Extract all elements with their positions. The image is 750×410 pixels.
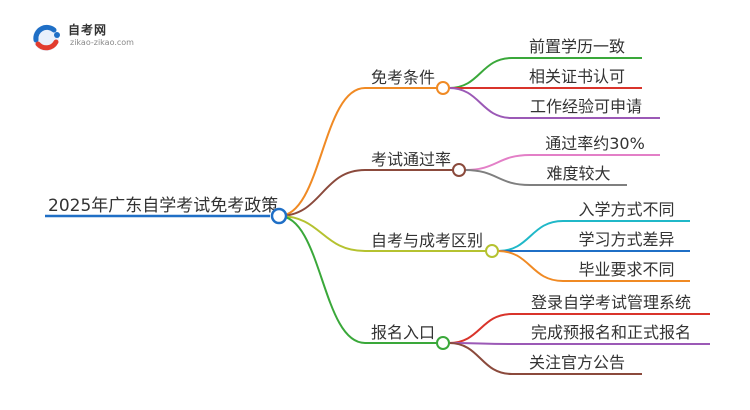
leaf-3-1-label: 入学方式不同 <box>578 200 674 219</box>
branch-1-node <box>436 81 450 95</box>
logo-title: 自考网 <box>68 23 108 37</box>
leaf-1-2-label: 相关证书认可 <box>529 67 625 86</box>
logo: 自考网 zikao-zikao.com <box>30 20 140 56</box>
leaf-3-2-label: 学习方式差异 <box>578 230 674 249</box>
branch-3-node <box>485 244 499 258</box>
leaf-2-1-label: 通过率约30% <box>545 134 645 153</box>
branch-4-connector <box>278 215 366 344</box>
leaf-4-3-connector <box>448 342 513 375</box>
branch-1-label: 免考条件 <box>371 68 435 87</box>
leaf-3-3-label: 毕业要求不同 <box>578 260 674 279</box>
leaf-4-1-connector <box>448 313 513 344</box>
logo-url: zikao-zikao.com <box>70 38 134 47</box>
leaf-2-2-label: 难度较大 <box>546 164 610 183</box>
leaf-2-2-connector <box>464 169 531 186</box>
branch-4-node <box>436 336 450 350</box>
logo-icon <box>33 24 60 51</box>
root-node <box>270 207 288 225</box>
branch-3-connector <box>278 215 366 252</box>
leaf-3-3-connector <box>497 250 564 282</box>
branch-4-label: 报名入口 <box>371 323 435 342</box>
branch-2-node <box>452 163 466 177</box>
branch-3-label: 自考与成考区别 <box>371 231 483 250</box>
leaf-1-3-label: 工作经验可申请 <box>530 97 642 116</box>
leaf-1-3-connector <box>448 87 513 119</box>
branch-1-connector <box>278 87 366 217</box>
leaf-4-2-label: 完成预报名和正式报名 <box>531 323 691 342</box>
leaf-3-1-connector <box>497 220 564 252</box>
branch-2-connector <box>278 169 366 217</box>
leaf-4-1-label: 登录自学考试管理系统 <box>531 293 691 312</box>
root-label: 2025年广东自学考试免考政策 <box>48 196 278 216</box>
leaf-4-3-label: 关注官方公告 <box>529 353 625 372</box>
leaf-2-1-connector <box>464 154 531 171</box>
branch-2-label: 考试通过率 <box>371 150 451 169</box>
leaf-1-1-connector <box>448 57 513 89</box>
leaf-1-1-label: 前置学历一致 <box>529 37 625 56</box>
